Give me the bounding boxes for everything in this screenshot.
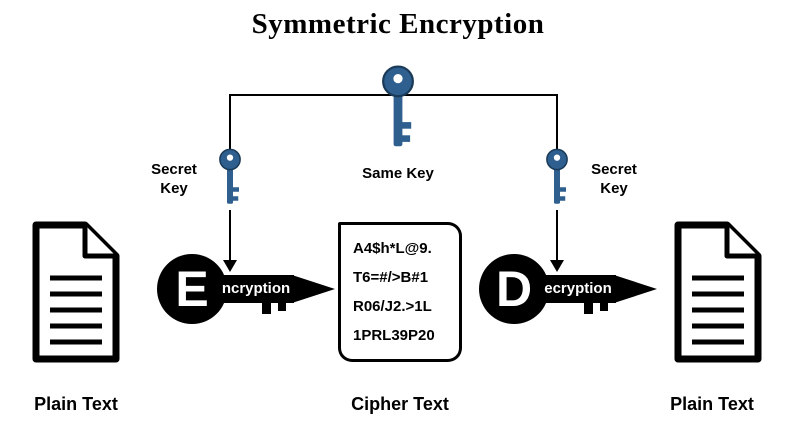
encryption-key-shape: E ncryption [156, 252, 336, 326]
right-down-arrow-icon [549, 210, 565, 274]
left-down-arrow-head [223, 260, 237, 272]
encryption-word-rest: ncryption [221, 280, 291, 297]
right-secret-key-label-line1: Secret [591, 161, 637, 178]
same-key-label: Same Key [362, 165, 434, 182]
right-secret-key-icon [542, 148, 572, 210]
decryption-key-shape: D ecryption [478, 252, 658, 326]
plain-text-document-left-icon [26, 218, 126, 366]
cipher-text-box: A4$h*L@9. T6=#/>B#1 R06/J2.>1L 1PRL39P20 [338, 222, 462, 362]
plain-text-label-right: Plain Text [670, 394, 754, 414]
plain-text-label-left: Plain Text [34, 394, 118, 414]
connector-right-drop-line [556, 94, 558, 150]
right-secret-key-label-line2: Key [600, 180, 628, 197]
diagram-title: Symmetric Encryption [251, 8, 545, 40]
right-down-arrow-shaft [556, 210, 558, 262]
left-secret-key-label: Secret Key [138, 160, 210, 198]
left-down-arrow-icon [222, 210, 238, 274]
right-down-arrow-head [550, 260, 564, 272]
right-secret-key-label: Secret Key [578, 160, 650, 198]
cipher-text-line: A4$h*L@9. [353, 240, 432, 257]
same-key-icon [376, 64, 420, 156]
plain-text-document-right-icon [668, 218, 768, 366]
decryption-initial-letter: D [495, 261, 533, 317]
left-secret-key-icon [215, 148, 245, 210]
left-secret-key-label-line1: Secret [151, 161, 197, 178]
left-down-arrow-shaft [229, 210, 231, 262]
cipher-text-line: R06/J2.>1L [353, 298, 432, 315]
left-secret-key-label-line2: Key [160, 180, 188, 197]
decryption-word-rest: ecryption [544, 280, 612, 297]
cipher-text-label: Cipher Text [351, 394, 449, 414]
cipher-text-line: 1PRL39P20 [353, 327, 435, 344]
encryption-initial-letter: E [175, 261, 209, 317]
connector-left-drop-line [229, 94, 231, 150]
cipher-text-line: T6=#/>B#1 [353, 269, 429, 286]
